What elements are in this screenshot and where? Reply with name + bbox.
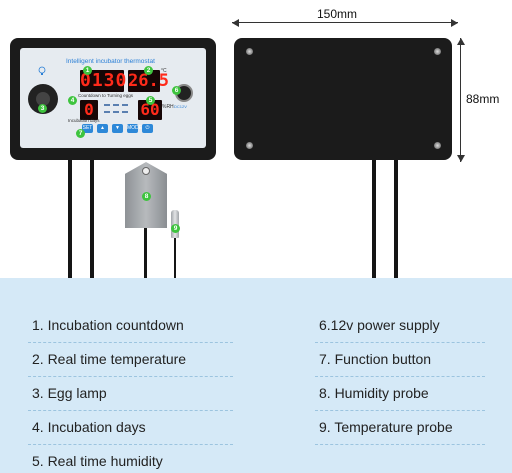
status-led (122, 111, 128, 113)
legend-item-7: 7. Function button (319, 351, 432, 367)
legend-divider (28, 376, 233, 377)
mode-button[interactable]: MODE (127, 124, 142, 133)
height-dimension-line (457, 38, 465, 162)
cable-temperature (174, 236, 176, 278)
status-indicators (102, 102, 136, 118)
humidity-probe-mount-hole (142, 167, 150, 175)
badge-1: 1 (83, 66, 92, 75)
status-led (113, 111, 119, 113)
legend-item-6: 6.12v power supply (319, 317, 440, 333)
status-led (104, 111, 110, 113)
height-dimension-label: 88mm (466, 92, 500, 106)
screw-icon (434, 142, 441, 149)
status-led (104, 104, 110, 106)
badge-6: 6 (172, 86, 181, 95)
thermostat-back-panel (234, 38, 452, 160)
legend-divider (28, 444, 233, 445)
power-label: DC12V (174, 104, 187, 109)
badge-4: 4 (68, 96, 77, 105)
legend-panel (0, 278, 512, 473)
legend-divider (315, 444, 485, 445)
cable-back-2 (394, 158, 398, 278)
legend-divider (28, 410, 233, 411)
screw-icon (246, 142, 253, 149)
badge-9: 9 (171, 224, 180, 233)
cable-left-1 (68, 158, 72, 278)
status-led (122, 104, 128, 106)
badge-7: 7 (76, 129, 85, 138)
up-button[interactable]: ▲ (97, 124, 108, 133)
countdown-label: Countdown to Turning eggs (78, 93, 134, 98)
legend-item-5: 5. Real time humidity (32, 453, 163, 469)
legend-divider (315, 376, 485, 377)
legend-item-8: 8. Humidity probe (319, 385, 429, 401)
humidity-unit: %RH (162, 104, 174, 110)
legend-item-2: 2. Real time temperature (32, 351, 187, 367)
cable-left-2 (90, 158, 94, 278)
badge-8: 8 (142, 192, 151, 201)
screw-icon (246, 48, 253, 55)
width-dimension-label: 150mm (317, 7, 358, 21)
device-title: Intelligent incubator thermostat (66, 58, 155, 65)
temperature-unit: °C (161, 68, 167, 74)
cable-humidity (144, 225, 147, 278)
lamp-icon (38, 66, 46, 75)
days-display: 0 (80, 100, 98, 120)
screw-icon (434, 48, 441, 55)
badge-2: 2 (144, 66, 153, 75)
badge-3: 3 (38, 104, 47, 113)
cable-back-1 (372, 158, 376, 278)
power-button[interactable]: ⏻ (142, 124, 153, 133)
humidity-display: 60 (138, 100, 162, 120)
egg-lamp-lens (36, 92, 50, 106)
legend-item-9: 9. Temperature probe (319, 419, 453, 435)
countdown-display: 0130 (80, 70, 128, 92)
down-button[interactable]: ▼ (112, 124, 123, 133)
legend-item-3: 3. Egg lamp (32, 385, 107, 401)
temperature-display: 26.5 (128, 70, 169, 92)
status-led (113, 104, 119, 106)
days-label: Incubation days (68, 118, 100, 123)
badge-5: 5 (146, 96, 155, 105)
legend-divider (315, 410, 485, 411)
legend-divider (28, 342, 233, 343)
legend-divider (315, 342, 485, 343)
width-dimension-line (232, 19, 458, 27)
legend-item-1: 1. Incubation countdown (32, 317, 184, 333)
legend-item-4: 4. Incubation days (32, 419, 146, 435)
set-button[interactable]: SET (82, 124, 93, 133)
